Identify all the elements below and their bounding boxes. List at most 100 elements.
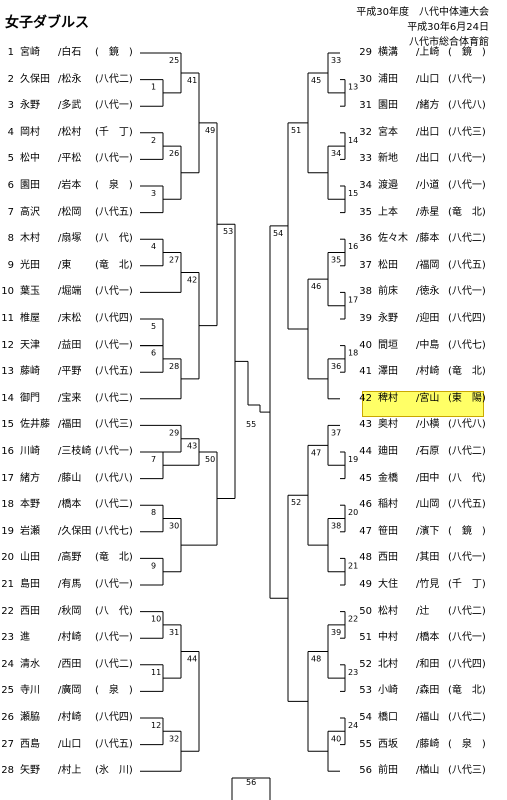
player1-name: 澤田 [378,366,398,378]
school-name: (竜 北) [95,552,133,564]
player1-name: 瀬脇 [20,712,40,723]
match-number: 41 [187,76,197,85]
match-number: 9 [151,561,156,570]
player2-name: /岩本 [58,180,82,191]
match-number: 52 [291,498,301,507]
match-number: 51 [291,126,301,135]
entry-number: 44 [359,446,372,457]
match-number: 19 [348,455,358,464]
entry-number: 1 [7,47,14,58]
entry-number: 55 [359,738,372,750]
entry-number: 32 [359,126,372,138]
player2-name: /山岡 [416,499,440,511]
player1-name: 高沢 [20,206,40,218]
school-name: ( 鏡 ) [95,47,133,58]
player1-name: 橋口 [378,712,398,723]
match-number: 53 [223,227,233,236]
tournament-venue: 八代市総合体育館 [409,37,489,48]
school-name: (八代一) [95,100,133,112]
school-name: (八代一) [95,339,133,351]
school-name: (八代二) [448,446,486,457]
player1-name: 宮本 [378,126,398,138]
match-number: 2 [151,136,156,145]
entry-number: 49 [359,579,372,590]
player1-name: 稲村 [378,499,398,511]
entry-number: 35 [359,206,372,218]
school-name: (八代五) [448,259,486,271]
player2-name: /益田 [58,339,82,351]
school-name: (千 丁) [448,579,486,590]
school-name: ( 鏡 ) [448,525,486,537]
match-number: 26 [169,149,179,158]
player2-name: /濱下 [416,525,440,537]
player2-name: /森田 [416,685,440,697]
match-number: 10 [151,615,161,624]
school-name: (八代八) [95,472,133,484]
school-name: (竜 北) [448,685,486,697]
player2-name: /平松 [58,153,82,165]
school-name: (八代四) [448,658,486,670]
school-name: (八代一) [448,286,486,298]
entry-number: 11 [1,313,14,324]
match-number: 20 [348,508,358,517]
player2-name: /小横 [416,419,440,431]
school-name: (八代一) [448,153,486,165]
school-name: (八代一) [95,153,133,165]
player2-name: /出口 [416,153,440,165]
player1-name: 笹田 [378,525,398,537]
player1-name: 佐井藤 [20,419,50,431]
player1-name: 松田 [378,259,398,271]
player2-name: /山口 [416,73,440,85]
player2-name: /橋本 [416,632,440,644]
player1-name: 金橋 [378,472,398,484]
player1-name: 清水 [20,658,40,670]
school-name: (八代一) [448,552,486,564]
school-name: (八代五) [95,366,133,378]
entry-number: 52 [359,658,372,670]
school-name: (八代二) [95,73,133,85]
player1-name: 大住 [378,579,398,590]
match-number: 16 [348,242,358,251]
school-name: (八代一) [95,446,133,457]
school-name: ( 鏡 ) [448,47,486,58]
entry-number: 19 [1,525,14,537]
player2-name: /藤本 [416,233,440,245]
entry-number: 2 [7,73,14,85]
player2-name: /和田 [416,658,440,670]
match-number: 55 [246,420,256,429]
match-number: 12 [151,721,161,730]
match-number: 40 [331,734,341,743]
match-number: 15 [348,189,358,198]
match-number: 22 [348,615,358,624]
entry-number: 14 [1,392,14,404]
school-name: (八代五) [95,738,133,750]
school-name: (八 代) [95,233,133,245]
player1-name: 前田 [378,765,398,777]
player2-name: /福山 [416,712,440,723]
player1-name: 新地 [378,153,398,165]
player2-name: /秋岡 [58,605,82,617]
school-name: (八代二) [448,233,486,245]
school-name: (氷 川) [95,765,133,777]
player1-name: 椎屋 [20,313,40,324]
tournament-name: 平成30年度 八代中体連大会 [356,7,489,18]
player2-name: /高野 [58,552,82,564]
entry-number: 28 [1,765,14,777]
entry-number: 16 [1,446,14,457]
match-number: 38 [331,522,341,531]
player1-name: 西島 [20,738,40,750]
match-number: 39 [331,628,341,637]
player1-name: 間垣 [378,339,398,351]
player1-name: 前床 [378,286,398,298]
match-number: 48 [311,655,321,664]
player1-name: 矢野 [20,765,40,777]
school-name: (東 陽) [448,392,486,404]
player2-name: /藤崎 [416,738,440,750]
entry-number: 4 [7,126,14,138]
match-number: 42 [187,275,197,284]
school-name: (八代七) [448,339,486,351]
match-number: 5 [151,322,156,331]
entry-number: 56 [359,765,372,777]
player1-name: 小崎 [378,685,398,697]
school-name: (竜 北) [448,366,486,378]
